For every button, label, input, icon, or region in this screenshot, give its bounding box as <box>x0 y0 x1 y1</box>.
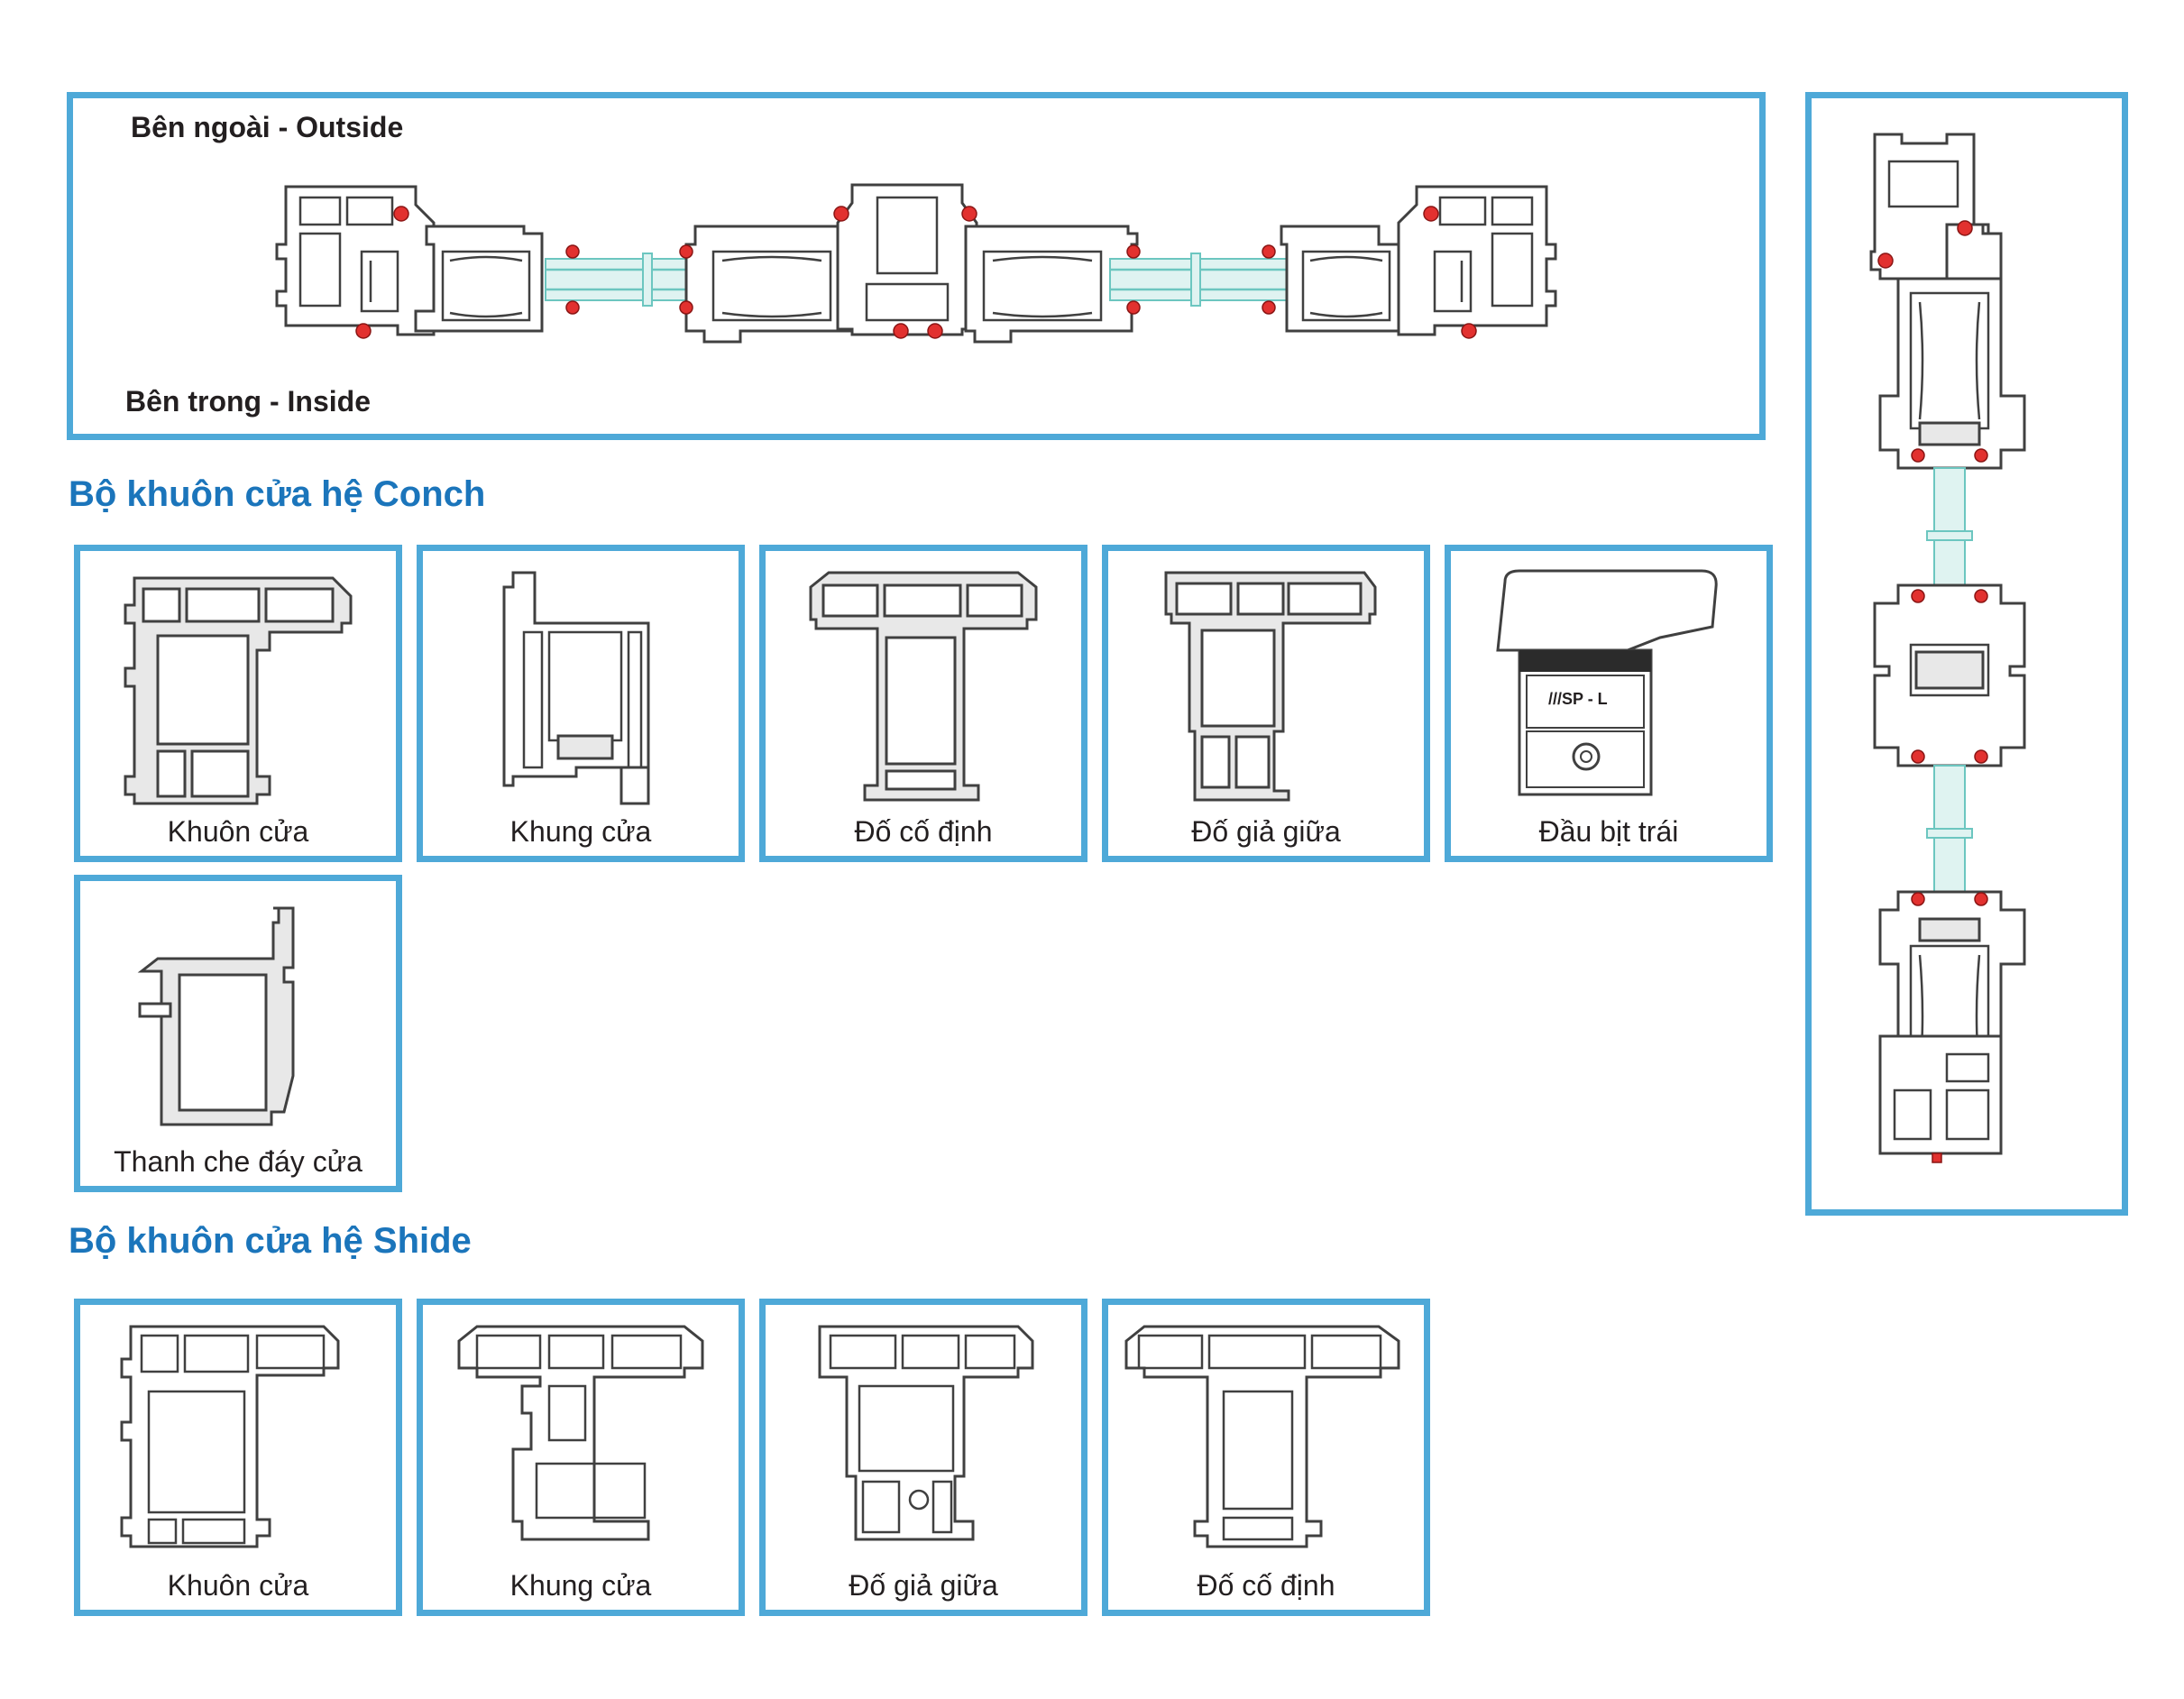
gasket-marks <box>355 206 1477 339</box>
conch-item-do-gia-giua: Đố giả giữa <box>1102 545 1430 862</box>
vertical-section-panel <box>1805 92 2128 1216</box>
outside-label: Bên ngoài - Outside <box>131 111 404 143</box>
caption: Thanh che đáy cửa <box>114 1145 362 1178</box>
conch-dau-bit-trai-drawing: ///SP - L <box>1496 569 1718 796</box>
conch-khuon-cua-drawing <box>124 576 353 805</box>
conch-do-gia-giua-drawing <box>1164 571 1377 802</box>
caption: Đố giả giữa <box>849 1569 998 1602</box>
horizontal-section-panel: Bên ngoài - Outside Bên trong - Inside <box>67 92 1766 440</box>
caption: Khung cửa <box>509 815 652 848</box>
shide-heading: Bộ khuôn cửa hệ Shide <box>69 1221 472 1261</box>
conch-heading: Bộ khuôn cửa hệ Conch <box>69 474 486 514</box>
conch-item-do-co-dinh: Đố cố định <box>759 545 1087 862</box>
caption: Khung cửa <box>509 1569 652 1602</box>
caption: Đầu bịt trái <box>1538 815 1679 848</box>
inside-label: Bên trong - Inside <box>125 385 371 418</box>
conch-item-dau-bit-trai: ///SP - L Đầu bịt trái <box>1445 545 1773 862</box>
conch-khung-cua-drawing <box>502 571 650 805</box>
shide-do-gia-giua-drawing <box>818 1325 1034 1541</box>
vertical-section-drawing <box>1869 133 2026 1163</box>
shide-khuon-cua-drawing <box>120 1325 340 1548</box>
caption: Đố giả giữa <box>1191 815 1341 848</box>
conch-item-khuon-cua: Khuôn cửa <box>74 545 402 862</box>
shide-do-co-dinh-drawing <box>1124 1325 1400 1548</box>
shide-item-do-co-dinh: Đố cố định <box>1102 1299 1430 1616</box>
conch-thanh-che-day-cua-drawing <box>137 906 295 1126</box>
shide-item-do-gia-giua: Đố giả giữa <box>759 1299 1087 1616</box>
caption: Đố cố định <box>854 815 993 848</box>
caption: Đố cố định <box>1197 1569 1335 1602</box>
shide-item-khuon-cua: Khuôn cửa <box>74 1299 402 1616</box>
gasket-marks <box>1877 220 1988 906</box>
caption: Khuôn cửa <box>167 815 309 848</box>
sp-l-stamp: ///SP - L <box>1548 690 1608 708</box>
shide-item-khung-cua: Khung cửa <box>417 1299 745 1616</box>
horizontal-section-drawing <box>275 183 1557 344</box>
conch-do-co-dinh-drawing <box>809 571 1038 802</box>
conch-item-thanh-che-day-cua: Thanh che đáy cửa <box>74 875 402 1192</box>
conch-item-khung-cua: Khung cửa <box>417 545 745 862</box>
caption: Khuôn cửa <box>167 1569 309 1602</box>
shide-khung-cua-drawing <box>457 1325 704 1541</box>
